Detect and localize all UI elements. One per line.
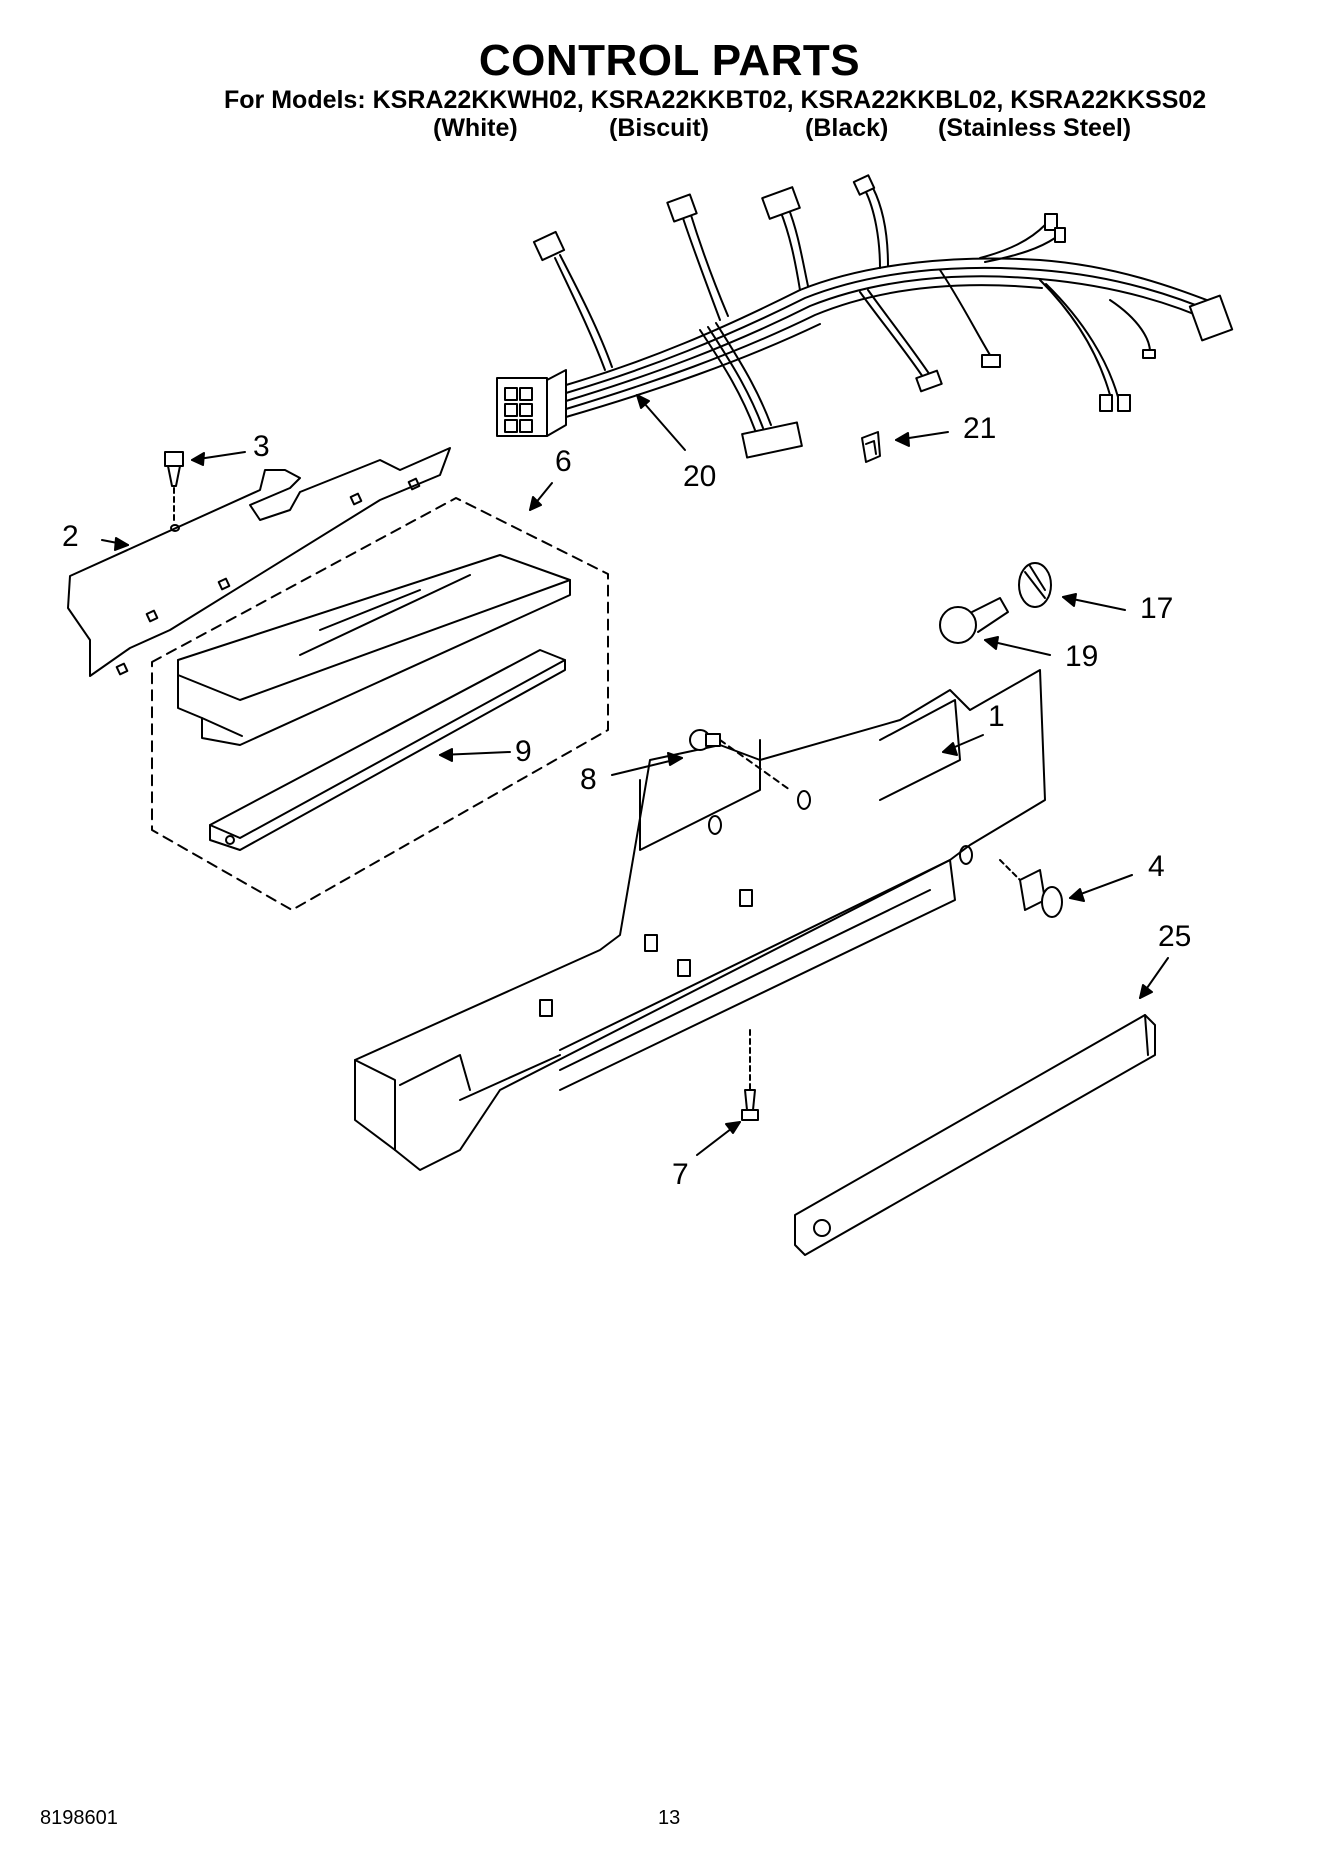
variant-stainless-steel: (Stainless Steel) [938, 114, 1132, 142]
part-21-clip [861, 431, 881, 463]
part-9-board [209, 649, 566, 851]
variant-biscuit: (Biscuit) [609, 114, 709, 142]
part-8-fastener [689, 729, 791, 791]
callout-21: 21 [963, 412, 997, 445]
callout-arrows [101, 394, 1169, 1156]
models-line: For Models: KSRA22KKWH02, KSRA22KKBT02, … [224, 86, 1207, 114]
part-1-control-housing [354, 669, 1046, 1171]
page-number: 13 [658, 1807, 681, 1829]
callout-4: 4 [1148, 850, 1165, 883]
page-title: CONTROL PARTS [478, 36, 861, 85]
callout-2: 2 [62, 520, 79, 553]
part-3-screw [164, 451, 184, 532]
callout-1: 1 [988, 700, 1005, 733]
callout-19: 19 [1065, 640, 1099, 673]
document-number: 8198601 [40, 1807, 118, 1829]
part-2-bracket [67, 447, 451, 677]
callout-6: 6 [555, 445, 572, 478]
wire-harness [496, 174, 1234, 459]
callout-8: 8 [580, 763, 597, 796]
callout-3: 3 [253, 430, 270, 463]
callout-20: 20 [683, 460, 717, 493]
part-19-light-bulb [939, 597, 1009, 644]
callout-25: 25 [1158, 920, 1192, 953]
part-17-bulb-socket [1018, 562, 1052, 608]
variant-black: (Black) [805, 114, 889, 142]
part-6-control-board [177, 554, 571, 746]
callout-9: 9 [515, 735, 532, 768]
part-25-control-overlay [794, 1014, 1156, 1256]
part-7-screw [741, 1029, 759, 1121]
callout-17: 17 [1140, 592, 1174, 625]
variant-white: (White) [433, 114, 518, 142]
part-4-lamp-socket [999, 859, 1063, 918]
callout-7: 7 [672, 1158, 689, 1191]
part-6-assembly-outline [151, 497, 609, 911]
